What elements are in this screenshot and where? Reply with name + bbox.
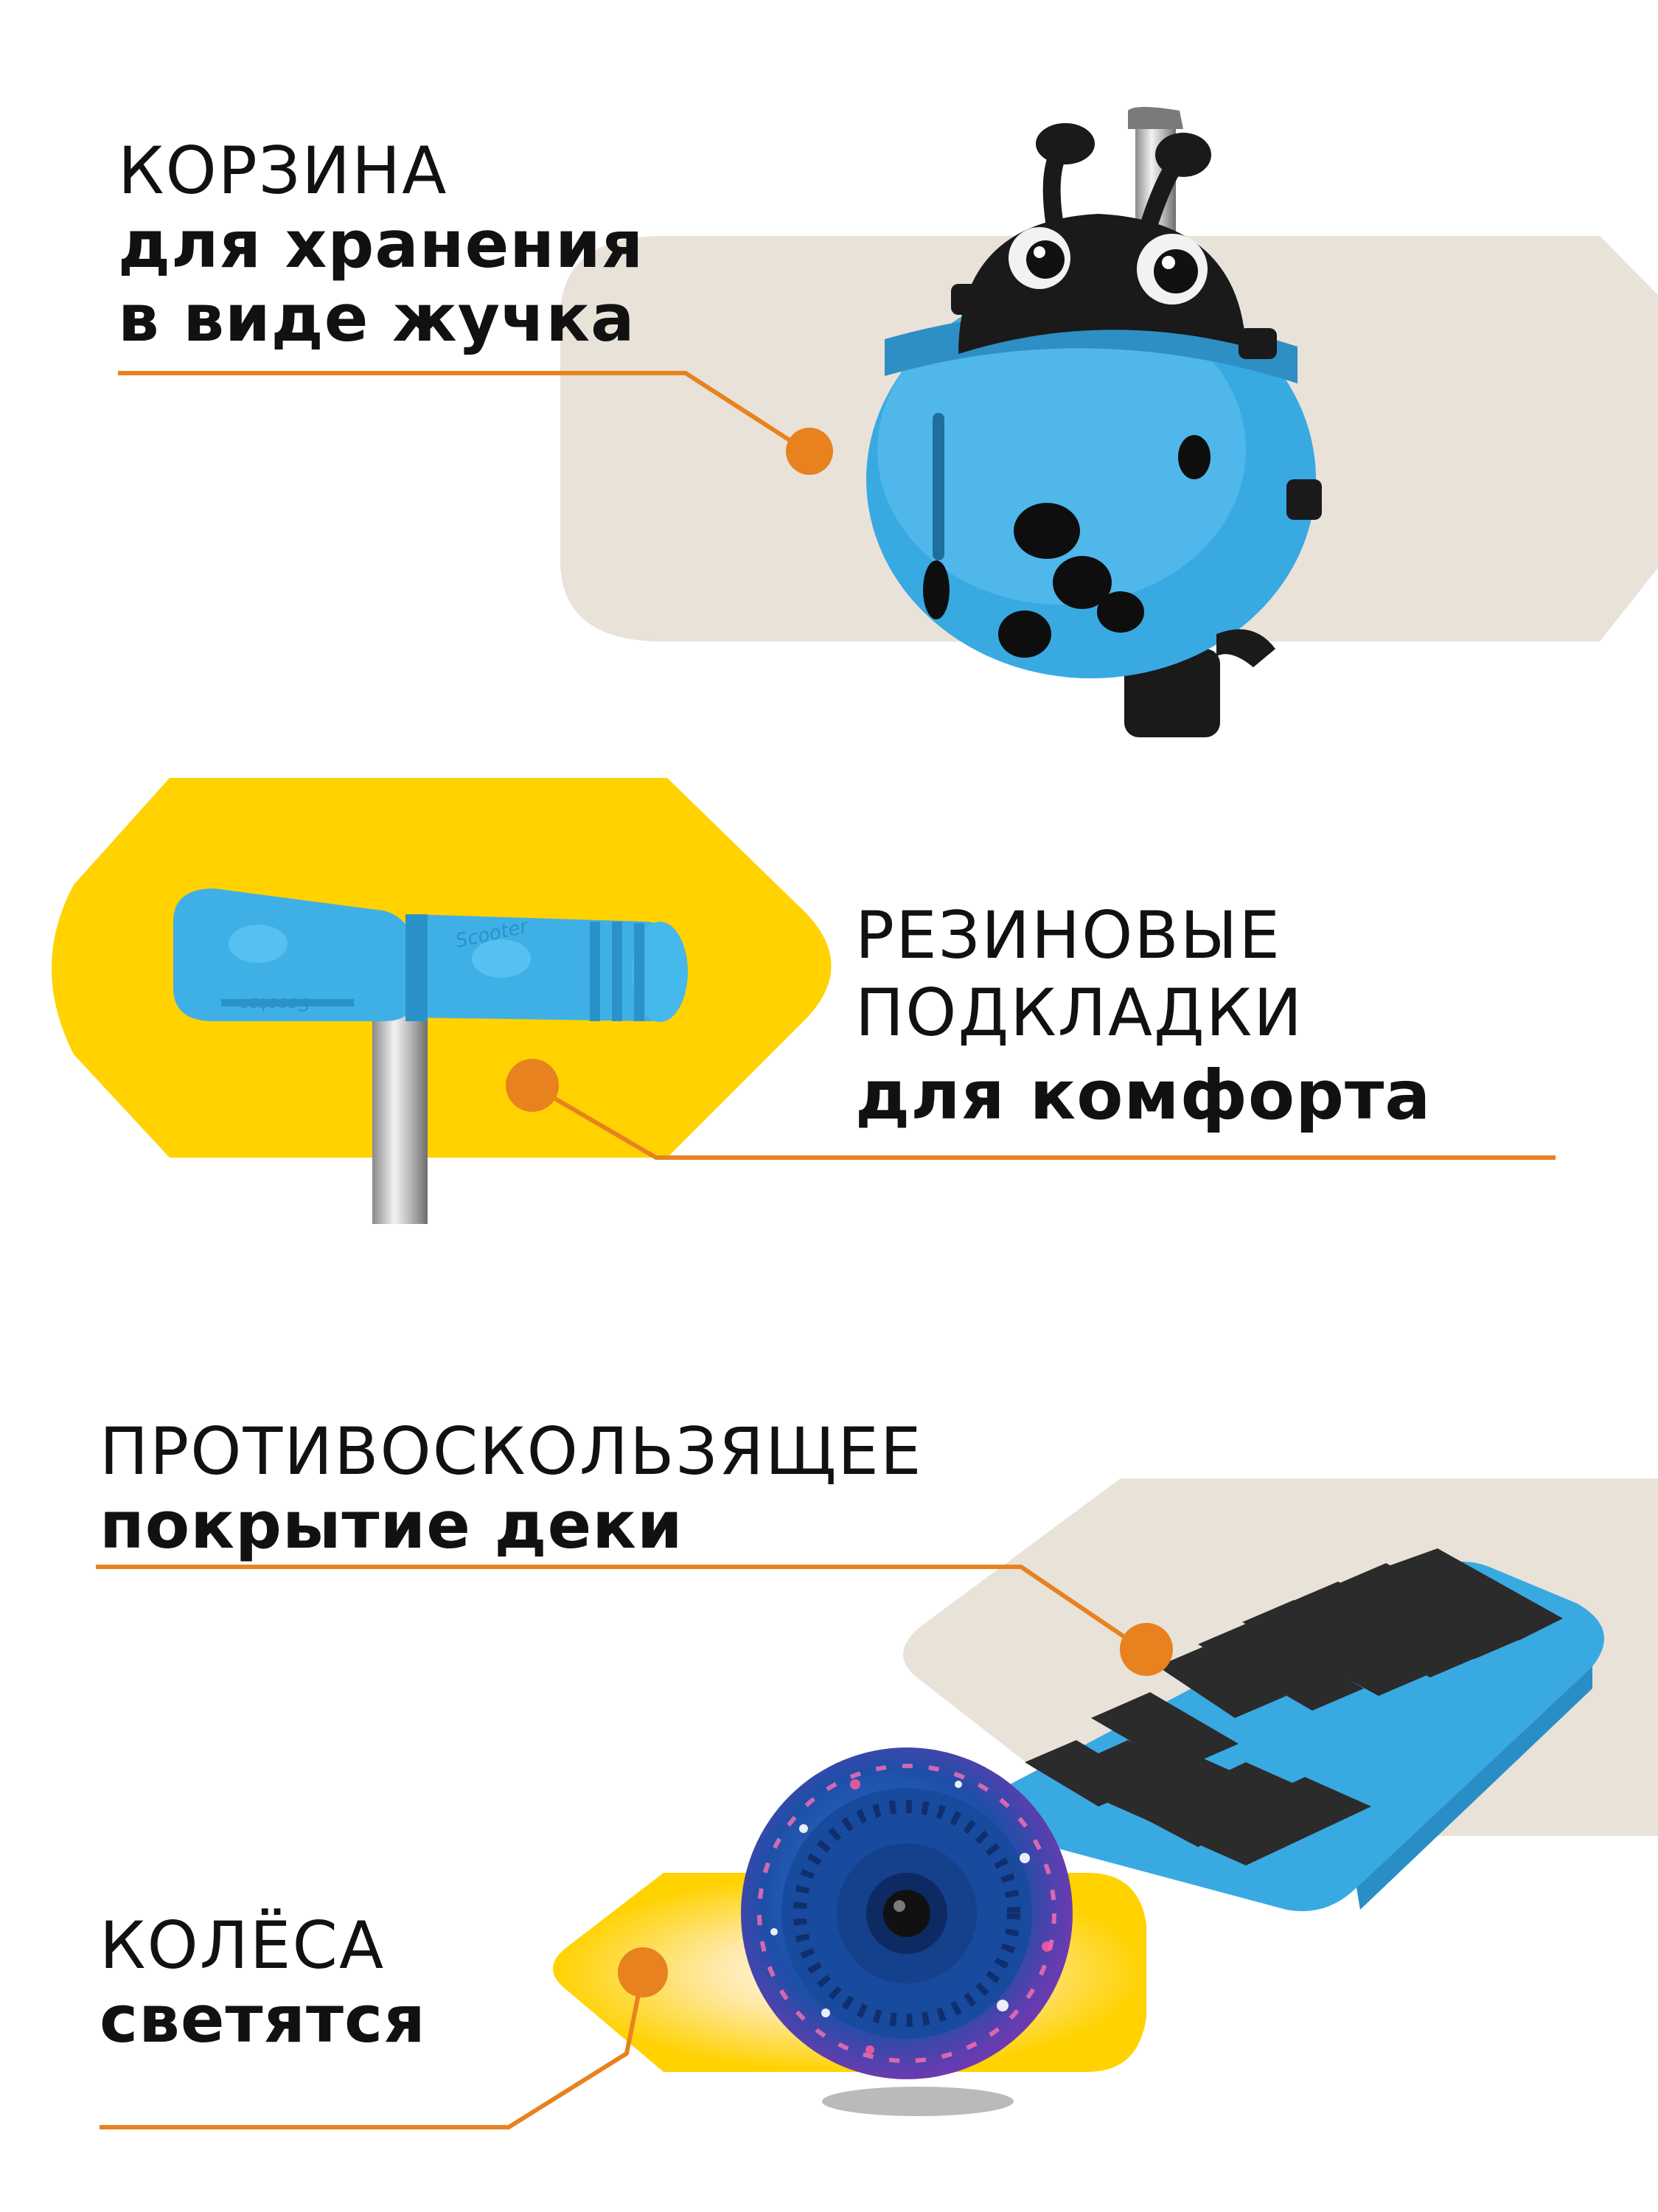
feature-1-title: КОРЗИНА	[118, 133, 448, 209]
feature-1-line-2: в виде жучка	[118, 280, 635, 356]
feature-1-line-1: для хранения	[118, 206, 644, 282]
feature-3-title: ПРОТИВОСКОЛЬЗЯЩЕЕ	[100, 1413, 923, 1489]
ladybug-basket	[866, 123, 1322, 678]
leader-dot-1	[786, 428, 833, 475]
feature-2-title-line-1: РЕЗИНОВЫЕ	[855, 897, 1281, 973]
feature-4-title: КОЛЁСА	[100, 1907, 386, 1983]
rubber-grips: Scooter Scooter	[173, 888, 688, 1022]
deck-grip	[998, 1548, 1604, 1911]
feature-2-title-line-2: ПОДКЛАДКИ	[855, 975, 1304, 1051]
light-up-wheel	[741, 1747, 1073, 2116]
feature-2-line-1: для комфорта	[855, 1056, 1432, 1135]
leader-line-3	[96, 1565, 1137, 1646]
leader-line-1	[118, 371, 801, 449]
leader-line-4	[100, 1972, 645, 2129]
leader-dot-3	[1120, 1623, 1173, 1676]
feature-4-line-1: светятся	[100, 1981, 426, 2057]
feature-3-line-1: покрытие деки	[100, 1487, 683, 1563]
grip-brand-bottom: Scooter	[240, 994, 310, 1015]
leader-line-2	[531, 1083, 1556, 1160]
